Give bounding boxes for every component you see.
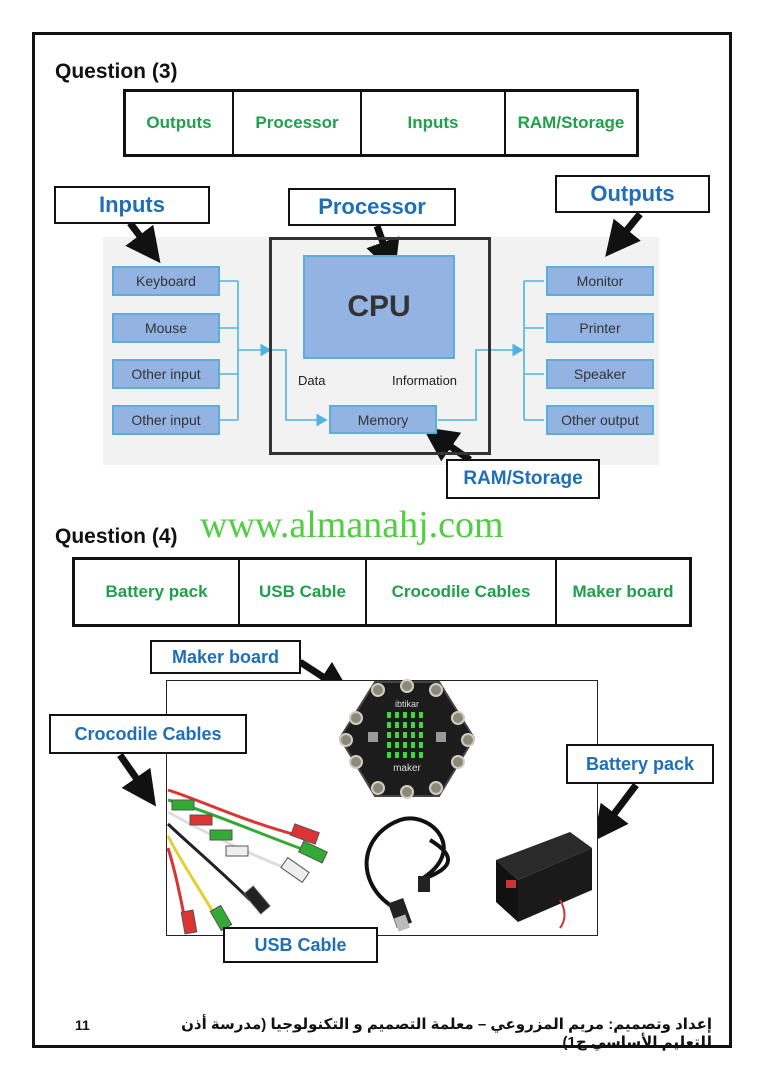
label-battery-pack: Battery pack [566,744,714,784]
board-brand-text: ibtikar [395,699,419,709]
q4-word-bank: Battery pack USB Cable Crocodile Cables … [72,557,692,627]
device-monitor: Monitor [546,266,654,296]
page-number: 11 [75,1017,90,1033]
device-keyboard: Keyboard [112,266,220,296]
crocodile-clips [171,799,328,935]
label-outputs: Outputs [555,175,710,213]
footer-credit: إعداد وتصميم: مريم المزروعي – معلمة التص… [181,1016,712,1051]
label-ram-storage: RAM/Storage [446,459,600,499]
cpu-box: CPU [303,255,455,359]
q4-bank-crocodile-cables: Crocodile Cables [367,560,557,624]
device-printer: Printer [546,313,654,343]
q3-bank-inputs: Inputs [362,92,506,154]
device-other-input-2: Other input [112,405,220,435]
question-4-title: Question (4) [55,525,178,548]
battery-pack-image [496,832,592,929]
q3-bank-processor: Processor [234,92,362,154]
board-maker-text: maker [393,763,421,774]
label-crocodile-cables: Crocodile Cables [49,714,247,754]
computer-box [269,237,491,455]
data-label: Data [298,373,326,388]
device-mouse: Mouse [112,313,220,343]
label-inputs: Inputs [54,186,210,224]
memory-box: Memory [329,405,437,434]
device-other-input-1: Other input [112,359,220,389]
information-label: Information [392,373,458,388]
usb-cable-image [364,816,451,907]
label-usb-cable: USB Cable [223,927,378,963]
device-other-output: Other output [546,405,654,435]
label-processor: Processor [288,188,456,226]
q4-bank-usb-cable: USB Cable [240,560,367,624]
q3-word-bank: Outputs Processor Inputs RAM/Storage [123,89,639,157]
q4-bank-battery-pack: Battery pack [75,560,240,624]
watermark: www.almanahj.com [200,504,504,546]
label-maker-board: Maker board [150,640,301,674]
device-speaker: Speaker [546,359,654,389]
question-3-title: Question (3) [55,60,178,83]
page-frame [32,32,732,1048]
q4-bank-maker-board: Maker board [572,582,674,601]
q3-bank-outputs: Outputs [126,92,234,154]
q3-bank-ram-storage: RAM/Storage [517,113,625,132]
maker-board-image: ibtikar maker [338,679,476,799]
